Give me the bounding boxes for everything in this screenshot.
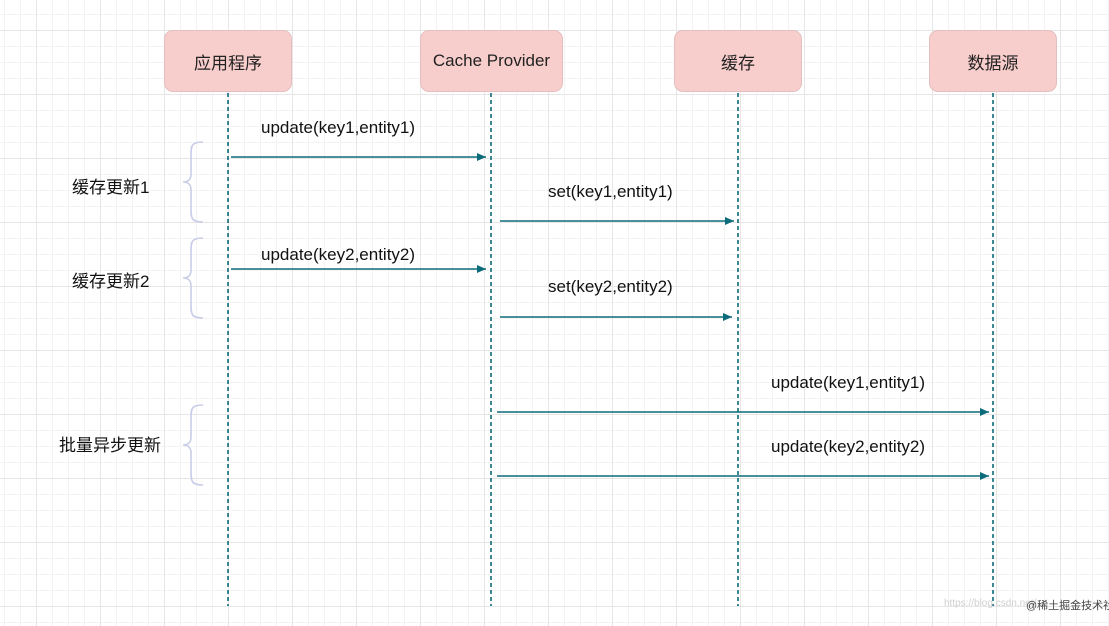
watermark-text: https://blog.csdn.net/ <box>944 598 1037 609</box>
message-label-update-key1-app: update(key1,entity1) <box>261 118 416 137</box>
group-label-cache-update-2: 缓存更新2 <box>72 272 150 291</box>
participant-cache: 缓存 <box>674 30 802 92</box>
participant-datasource: 数据源 <box>929 30 1057 92</box>
group-brace-1 <box>182 141 204 223</box>
message-label-set-key2: set(key2,entity2) <box>548 277 673 296</box>
message-label-update-key2-app: update(key2,entity2) <box>261 245 416 264</box>
brand-logo-text: @稀土掘金技术社区 <box>1026 600 1109 612</box>
group-brace-3 <box>182 404 204 486</box>
message-label-update-key1-datasource: update(key1,entity1) <box>771 373 926 392</box>
group-brace-2 <box>182 237 204 319</box>
message-label-update-key2-datasource: update(key2,entity2) <box>771 437 926 456</box>
group-label-cache-update-1: 缓存更新1 <box>72 178 150 197</box>
group-label-batch-async-update: 批量异步更新 <box>59 436 161 455</box>
participant-cache-provider: Cache Provider <box>420 30 563 92</box>
message-label-set-key1: set(key1,entity1) <box>548 182 673 201</box>
participant-app: 应用程序 <box>164 30 292 92</box>
